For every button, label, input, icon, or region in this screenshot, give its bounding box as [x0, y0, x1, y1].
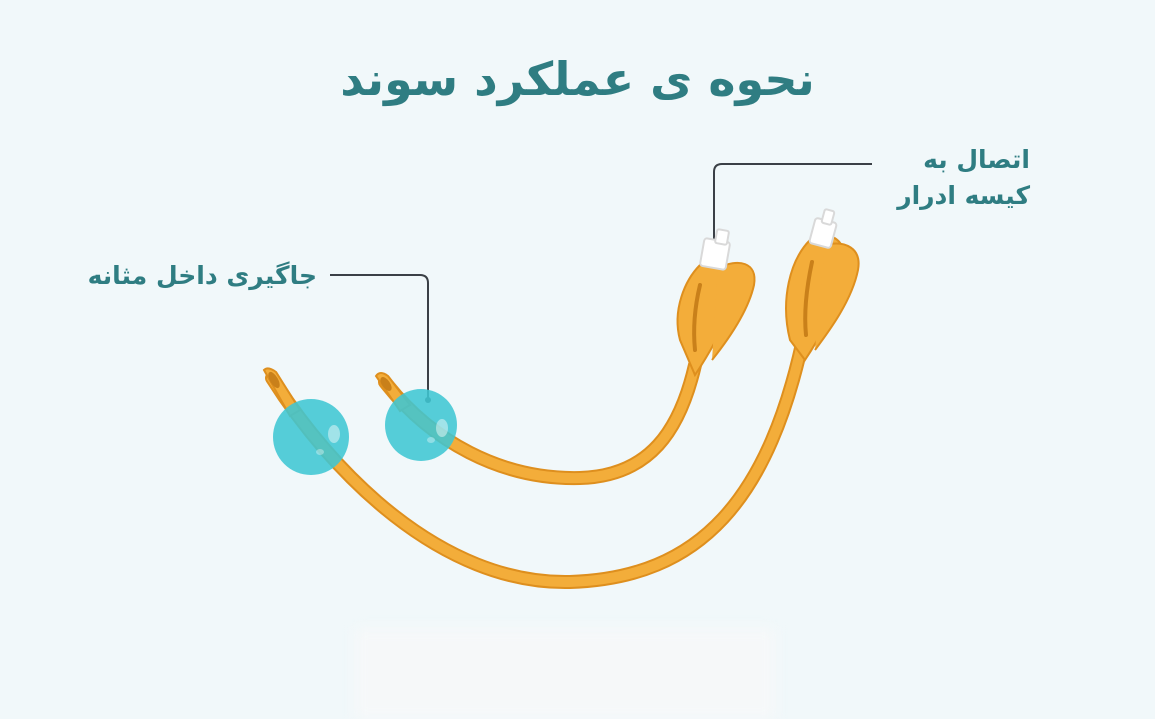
bladder-balloon-large	[273, 399, 349, 475]
bag-connection-label-line2: کیسه ادرار	[897, 181, 1030, 210]
bladder-balloon-small	[385, 389, 457, 461]
large-catheter	[262, 208, 860, 590]
leader-line-bag	[713, 163, 872, 252]
page-title: نحوه ی عملکرد سوند	[340, 52, 815, 106]
bladder-placement-label: جاگیری داخل مثانه	[87, 261, 317, 290]
leader-line-bladder	[330, 274, 429, 400]
bottom-fade-overlay	[355, 628, 775, 719]
bag-connection-label: اتصال به کیسه ادرار	[860, 142, 1030, 214]
bag-connection-label-line1: اتصال به	[923, 145, 1030, 174]
